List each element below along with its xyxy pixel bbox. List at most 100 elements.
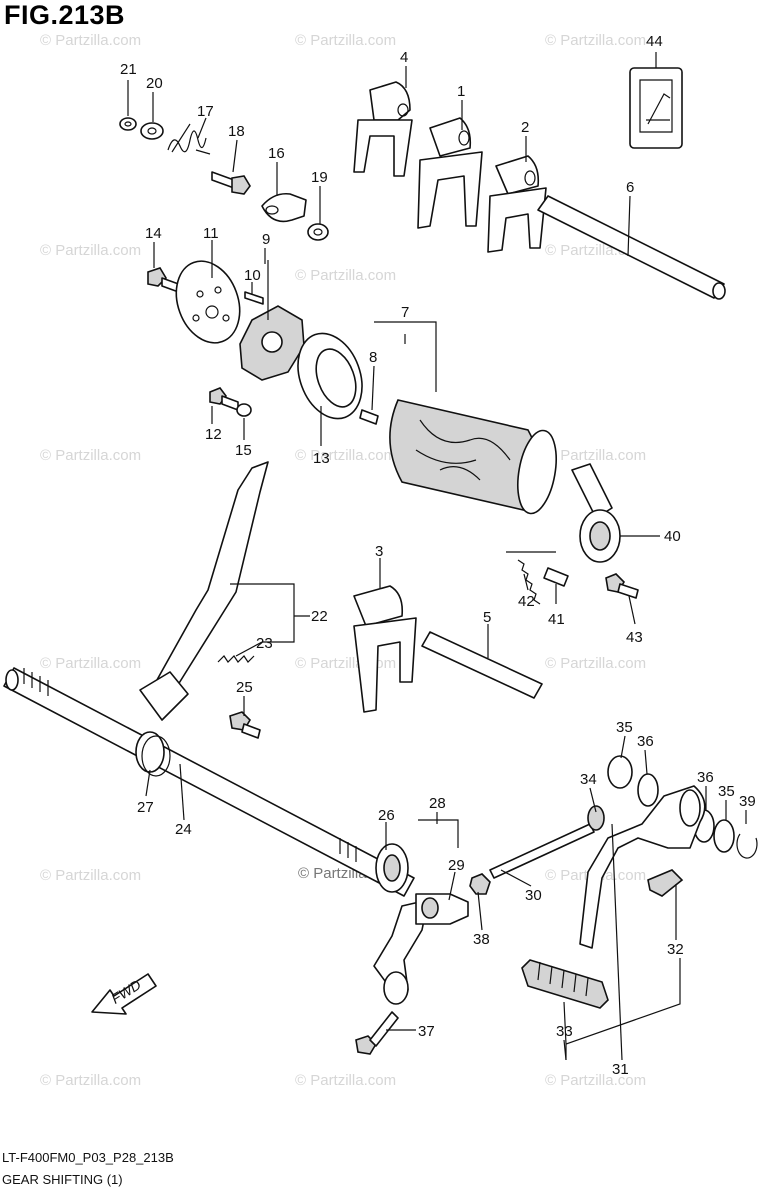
watermark: © Partzilla.com (545, 655, 646, 672)
part-21-nut[interactable] (119, 117, 137, 131)
callout-28: 28 (429, 795, 446, 812)
watermark-layer: © Partzilla.com © Partzilla.com © Partzi… (40, 32, 646, 1089)
figure-code: LT-F400FM0_P03_P28_213B (2, 1150, 174, 1165)
callout-18: 18 (228, 123, 245, 140)
watermark: © Partzilla.com (40, 867, 141, 884)
callout-36: 36 (637, 733, 654, 750)
callout-16: 16 (268, 145, 285, 162)
part-22-gearshift-arm[interactable] (139, 461, 269, 721)
part-8-pin[interactable] (359, 409, 379, 425)
callout-7: 7 (401, 304, 409, 321)
part-20-washer[interactable] (140, 122, 164, 140)
callout-35: 35 (718, 783, 735, 800)
watermark: © Partzilla.com (40, 242, 141, 259)
callout-layer: 21 20 17 18 16 19 4 1 2 6 44 14 11 9 10 … (120, 33, 756, 1078)
part-1-shift-fork[interactable] (417, 117, 483, 229)
part-34-bushing[interactable] (587, 805, 605, 831)
callout-10: 10 (244, 267, 261, 284)
callout-29: 29 (448, 857, 465, 874)
part-10-pin[interactable] (244, 291, 264, 305)
callout-41: 41 (548, 611, 565, 628)
callout-34: 34 (580, 771, 597, 788)
part-12-bolt[interactable] (209, 387, 239, 411)
callout-44: 44 (646, 33, 663, 50)
part-16-stopper-arm[interactable] (261, 192, 307, 223)
watermark: © Partzilla.com (295, 1072, 396, 1089)
part-43-bolt[interactable] (605, 573, 639, 599)
part-41-pin[interactable] (543, 567, 569, 587)
watermark: © Partzilla.com (295, 655, 396, 672)
part-42-spring[interactable] (517, 559, 541, 605)
part-18-stud-bolt[interactable] (211, 171, 251, 195)
callout-42: 42 (518, 593, 535, 610)
callout-31: 31 (612, 1061, 629, 1078)
part-44-label[interactable] (629, 67, 683, 149)
part-33-foot-rest[interactable] (521, 959, 609, 1009)
part-30-gearshift-rod[interactable] (489, 823, 595, 879)
part-24-gearshift-shaft[interactable] (3, 667, 415, 897)
part-4-shift-fork[interactable] (353, 81, 413, 177)
part-35-washer[interactable] (607, 755, 633, 789)
part-6-fork-shaft[interactable] (537, 195, 726, 300)
callout-24: 24 (175, 821, 192, 838)
leader-lines (127, 52, 747, 1061)
callout-14: 14 (145, 225, 162, 242)
callout-20: 20 (146, 75, 163, 92)
watermark: © Partzilla.com (295, 447, 396, 464)
part-39-circlip[interactable] (736, 833, 758, 859)
callout-30: 30 (525, 887, 542, 904)
part-11-stopper-plate[interactable] (165, 252, 250, 351)
callout-35: 35 (616, 719, 633, 736)
part-5-fork-shaft[interactable] (421, 631, 543, 699)
part-37-bolt[interactable] (355, 1011, 399, 1055)
callout-39: 39 (739, 793, 756, 810)
part-9-shift-cam[interactable] (239, 305, 305, 381)
callout-40: 40 (664, 528, 681, 545)
part-17-spring[interactable] (167, 123, 211, 155)
callout-13: 13 (313, 450, 330, 467)
callout-6: 6 (626, 179, 634, 196)
part-32-pedal-pivot[interactable] (647, 869, 684, 897)
part-3-shift-fork[interactable] (353, 585, 417, 713)
part-26-oil-seal[interactable] (375, 843, 409, 893)
callout-3: 3 (375, 543, 383, 560)
callout-25: 25 (236, 679, 253, 696)
part-15-washer[interactable] (236, 403, 252, 417)
callout-9: 9 (262, 231, 270, 248)
watermark: © Partzilla.com (40, 447, 141, 464)
callout-17: 17 (197, 103, 214, 120)
callout-15: 15 (235, 442, 252, 459)
part-35-washer[interactable] (713, 819, 735, 853)
watermark: © Partzilla.com (40, 1072, 141, 1089)
watermark: © Partzilla.com (295, 267, 396, 284)
watermark: © Partzilla.com (40, 655, 141, 672)
part-19-washer[interactable] (307, 223, 329, 241)
figure-name: GEAR SHIFTING (1) (2, 1172, 123, 1187)
callout-38: 38 (473, 931, 490, 948)
part-40-gear-position-sensor[interactable] (571, 463, 621, 563)
callout-27: 27 (137, 799, 154, 816)
callout-21: 21 (120, 61, 137, 78)
callout-22: 22 (311, 608, 328, 625)
part-13-bearing[interactable] (287, 324, 373, 427)
callout-26: 26 (378, 807, 395, 824)
part-31-gearshift-pedal[interactable] (579, 785, 706, 949)
fwd-arrow-icon: FWD (91, 973, 157, 1015)
part-36-wave-washer[interactable] (637, 773, 659, 807)
callout-37: 37 (418, 1023, 435, 1040)
part-25-bolt[interactable] (229, 711, 261, 739)
callout-4: 4 (400, 49, 408, 66)
part-2-shift-fork[interactable] (487, 155, 547, 253)
part-38-nut[interactable] (469, 873, 491, 895)
watermark: © Partzilla.com (40, 32, 141, 49)
part-23-return-spring[interactable] (217, 655, 255, 663)
watermark: © Partzilla.com (545, 32, 646, 49)
callout-11: 11 (203, 225, 219, 242)
part-29-rod-end[interactable] (415, 893, 469, 925)
callout-5: 5 (483, 609, 491, 626)
part-7-shift-drum[interactable] (389, 399, 562, 516)
callout-32: 32 (667, 941, 684, 958)
callout-1: 1 (457, 83, 465, 100)
callout-2: 2 (521, 119, 529, 136)
